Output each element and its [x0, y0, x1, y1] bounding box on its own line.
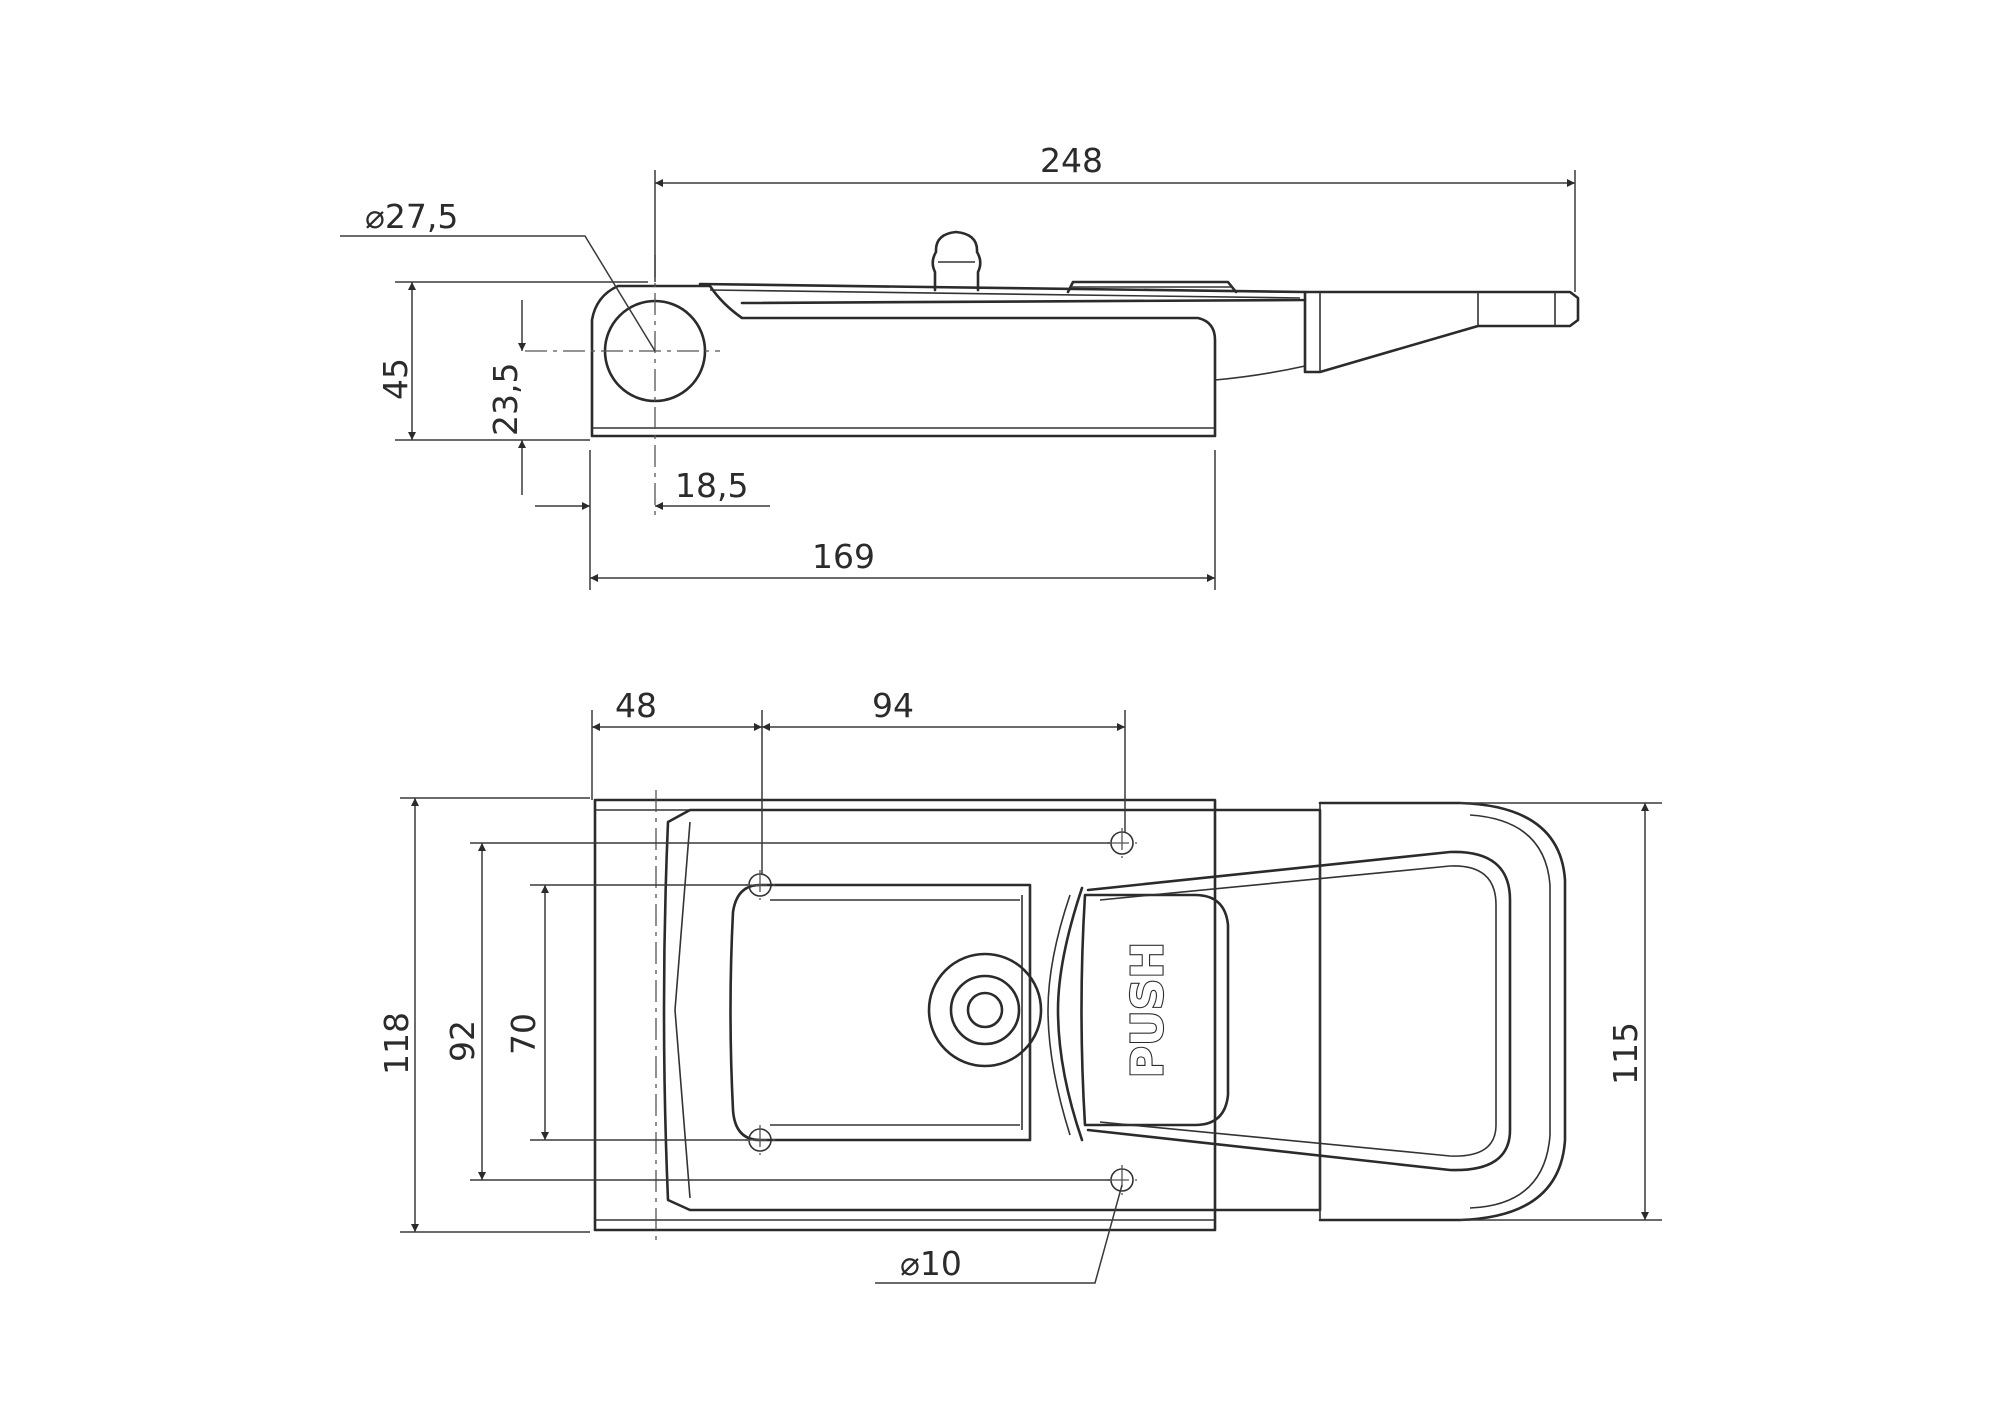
top-pocket: [729, 883, 1032, 1142]
side-plate-edge: [709, 289, 1301, 299]
push-button: [1080, 893, 1230, 1127]
top-push-recess: [1056, 886, 1084, 1142]
dim-18-label: 18,5: [675, 466, 748, 505]
side-handle: [1303, 290, 1580, 374]
top-handle-outer-edge: [1469, 814, 1551, 1209]
lock-cylinder-outer: [927, 952, 1043, 1068]
dim-248-label: 248: [1040, 141, 1103, 180]
top-pocket-inner: [770, 899, 1020, 1126]
dim-115-label: 115: [1606, 1022, 1645, 1085]
mount-hole-1: [745, 870, 775, 900]
dim-45-label: 45: [376, 358, 415, 400]
lock-cylinder-mid: [949, 974, 1021, 1046]
side-top-plate: [698, 282, 1307, 305]
top-handle-outer: [1318, 801, 1567, 1222]
top-lever-left-taper: [674, 821, 691, 1199]
top-lever-outline: [662, 808, 1322, 1212]
dim-23-label: 23,5: [486, 363, 525, 436]
side-view: 248 ⌀27,5 45 23,5 18,5 169: [340, 141, 1580, 590]
dim-70-label: 70: [504, 1013, 543, 1055]
side-base-body: [590, 284, 1217, 438]
dim-94-label: 94: [872, 686, 914, 725]
mount-hole-4: [1107, 1165, 1137, 1195]
mount-hole-2: [745, 1125, 775, 1155]
lock-cylinder-inner: [966, 991, 1004, 1029]
top-handle-inner-edge: [1099, 865, 1497, 1157]
top-handle-inner: [1086, 850, 1512, 1172]
side-hook: [1214, 365, 1306, 381]
top-view: PUSH: [377, 686, 1662, 1284]
top-push-recess-edge: [1047, 894, 1071, 1136]
dim-diameter-10-leader: [875, 1184, 1123, 1284]
mount-hole-3: [1107, 828, 1137, 858]
dim-diameter-10-label: ⌀10: [900, 1244, 962, 1283]
push-label: PUSH: [1123, 942, 1174, 1079]
top-base-plate: [593, 798, 1217, 1232]
dim-diameter-27-label: ⌀27,5: [365, 197, 458, 236]
side-knob: [931, 230, 982, 292]
dim-92-label: 92: [443, 1020, 482, 1062]
dim-48-label: 48: [615, 686, 657, 725]
dim-diameter-27-leader: [340, 235, 656, 352]
dim-118-label: 118: [377, 1012, 416, 1075]
dim-169-label: 169: [812, 537, 875, 576]
